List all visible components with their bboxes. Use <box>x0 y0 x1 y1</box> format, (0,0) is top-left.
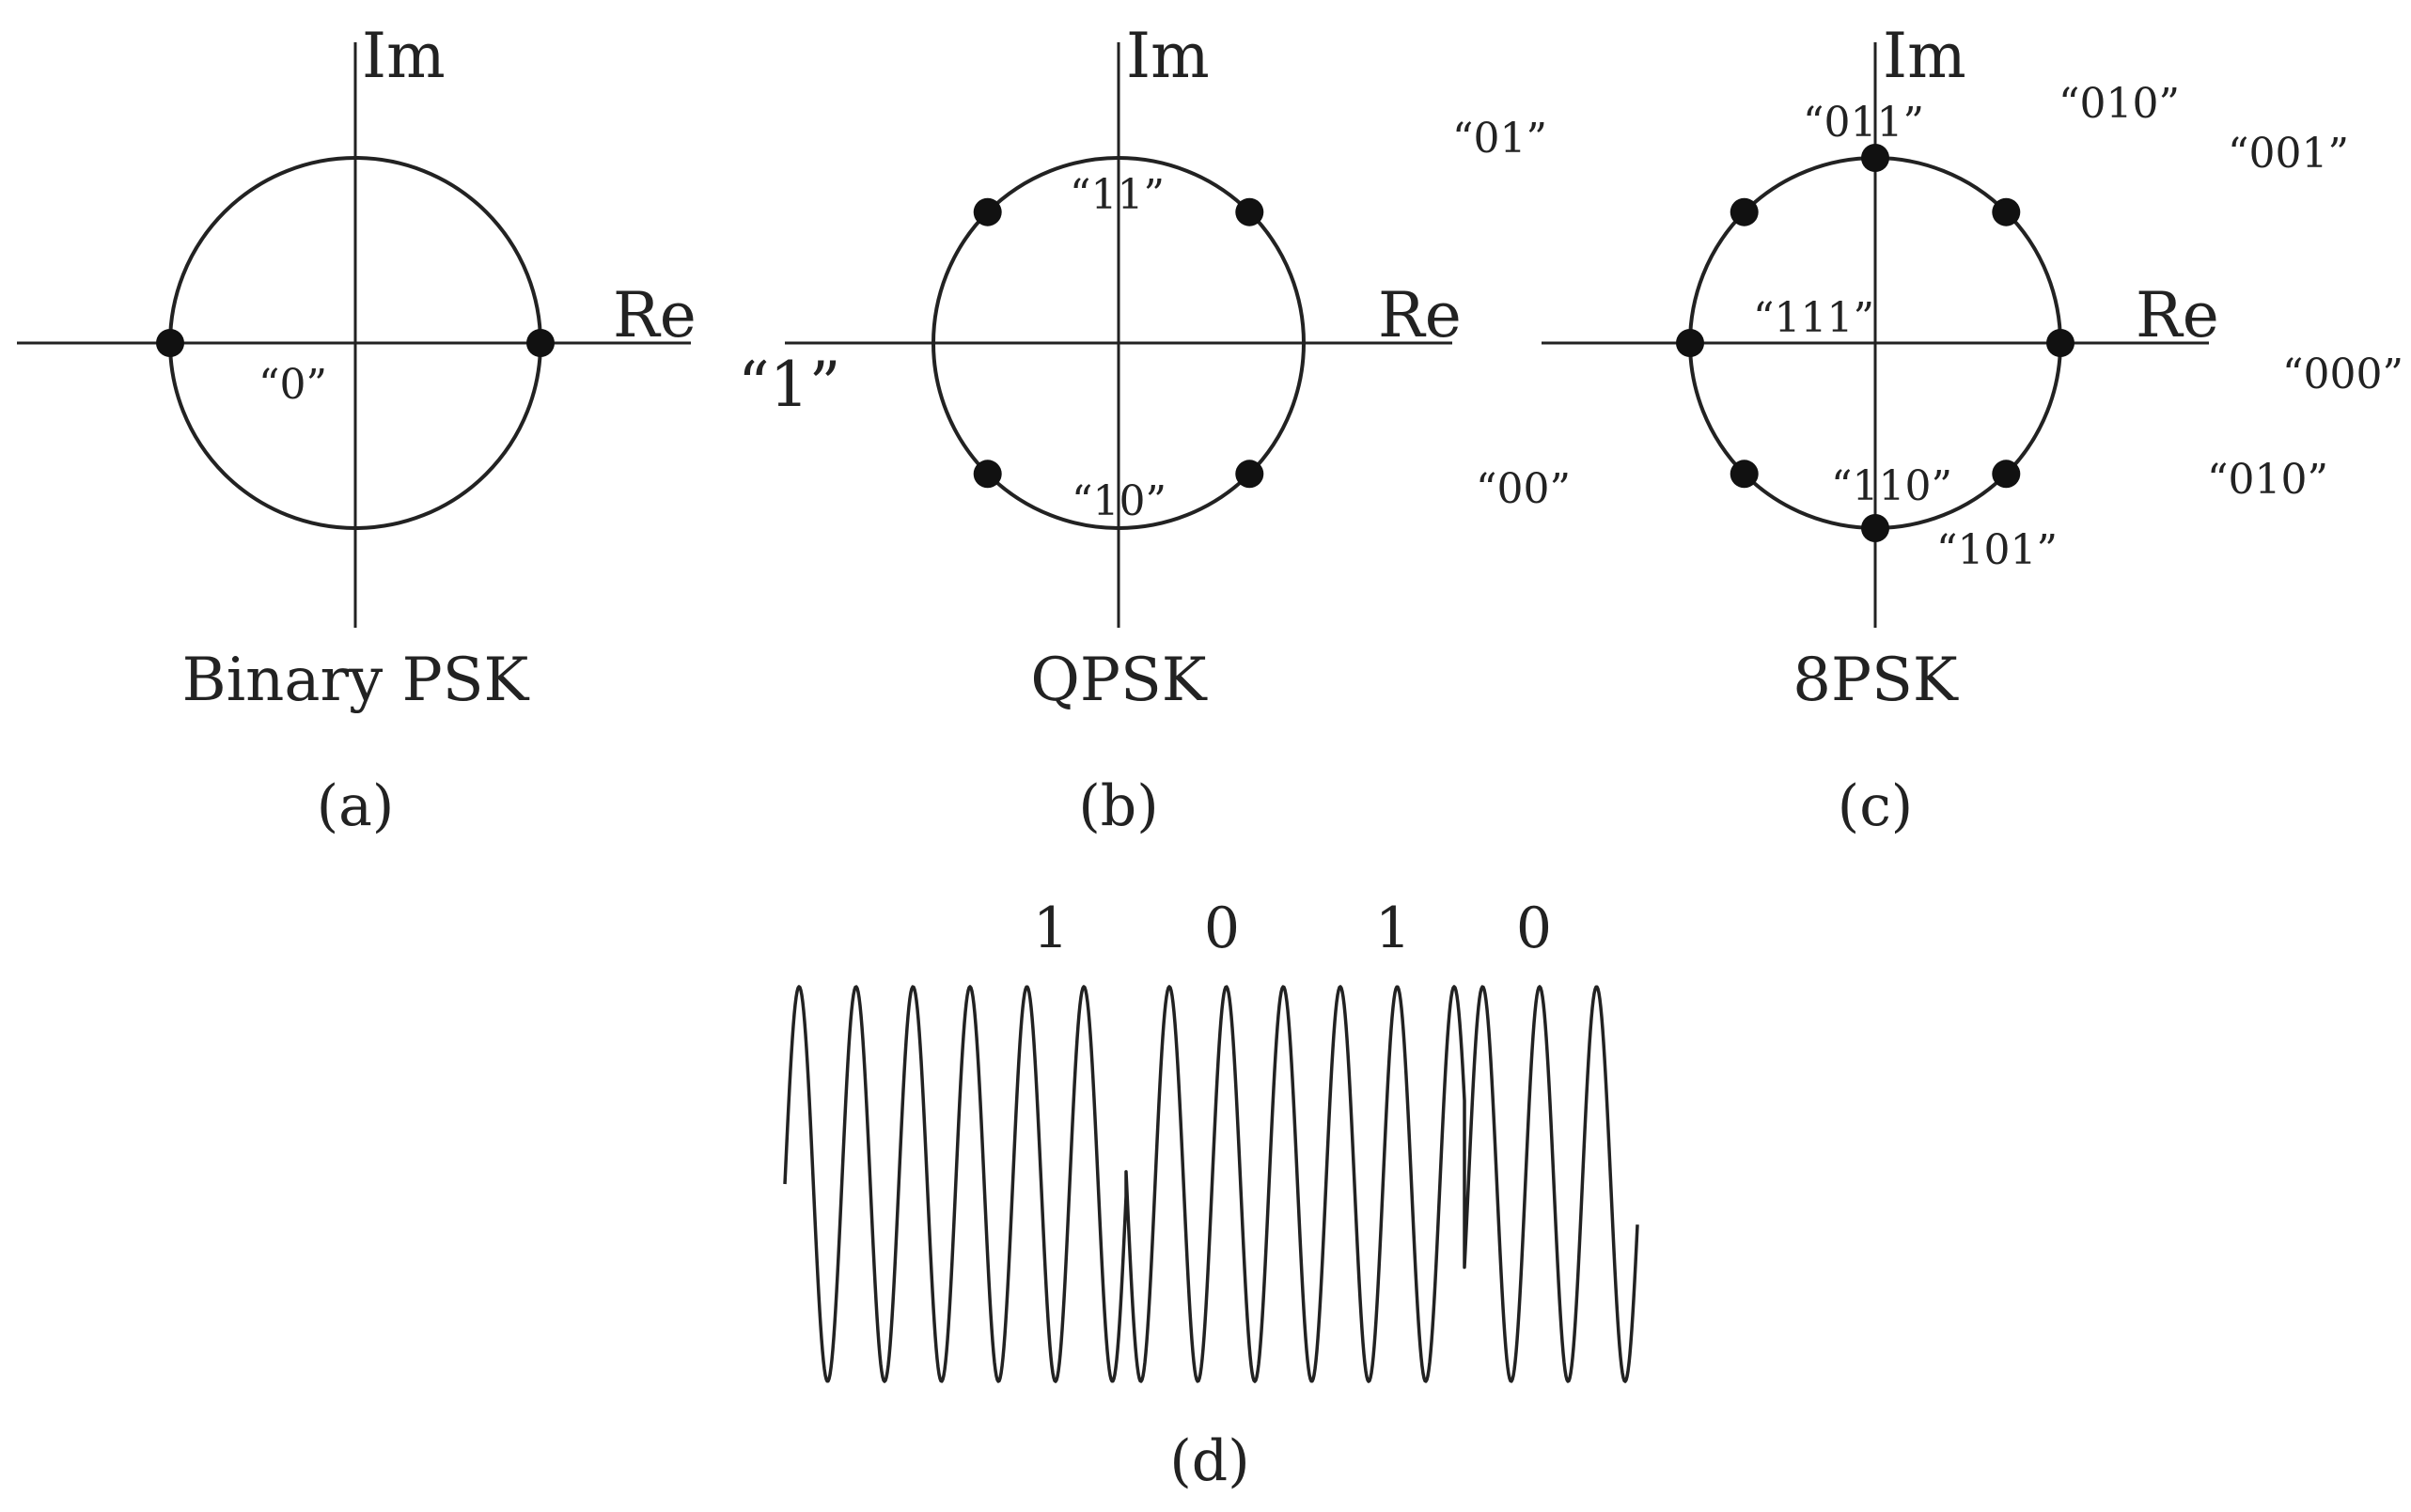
panel-c-caption: (c) <box>1838 773 1913 839</box>
panel-b-im-label: Im <box>1126 20 1210 92</box>
bit-label-1: 0 <box>1204 896 1240 961</box>
panel-c-point-label-6: “010” <box>2207 456 2328 504</box>
psk-waveform-trace <box>783 985 1639 1383</box>
panel-c-symbol-point-3 <box>1730 197 1759 226</box>
panel-a-caption: (a) <box>317 773 395 839</box>
panel-b-point-label-1: “01” <box>1452 115 1547 163</box>
panel-b-unit-circle <box>932 156 1306 530</box>
bit-label-2: 1 <box>1375 896 1411 961</box>
panel-c-point-label-7: “101” <box>1936 526 2058 574</box>
panel-a-symbol-point-0 <box>526 329 555 357</box>
panel-b-title: QPSK <box>1030 646 1207 715</box>
panel-b-point-label-3: “00” <box>1476 465 1571 513</box>
panel-c-symbol-point-6 <box>1861 514 1889 542</box>
panel-c-symbol-points <box>1676 144 2074 542</box>
panel-c-symbol-point-2 <box>1861 144 1889 172</box>
panel-b-caption: (b) <box>1078 773 1158 839</box>
panel-c-point-label-5: “110” <box>1831 462 1952 510</box>
panel-c-symbol-point-4 <box>1676 329 1704 357</box>
panel-c-symbol-point-7 <box>1992 460 2021 489</box>
panel-d-caption: (d) <box>1169 1428 1249 1494</box>
panel-c-title: 8PSK <box>1793 646 1959 715</box>
panel-b-symbol-point-3 <box>1235 460 1264 489</box>
panel-b-qpsk: Re Im “11” “01” “10” “00” QPSK (b) <box>785 20 1571 839</box>
panel-b-re-label: Re <box>1378 279 1462 351</box>
panel-c-point-label-3: “111” <box>1753 294 1874 342</box>
panel-c-symbol-point-5 <box>1730 460 1759 489</box>
panel-a-point-label-0: “0” <box>258 361 327 409</box>
panel-b-symbol-point-1 <box>973 197 1002 226</box>
panel-a-title: Binary PSK <box>182 646 530 715</box>
panel-c-point-label-1: “010” <box>2059 80 2180 128</box>
panel-c-re-label: Re <box>2136 279 2219 351</box>
panel-d-waveform: 1 0 1 0 (d) <box>783 896 1639 1494</box>
panel-c-point-label-0: “011” <box>1803 99 1924 147</box>
bit-label-3: 0 <box>1516 896 1552 961</box>
panel-b-symbol-point-0 <box>1235 197 1264 226</box>
panel-b-symbol-point-2 <box>973 460 1002 489</box>
panel-c-point-label-4: “000” <box>2282 351 2403 398</box>
panel-c-symbol-point-1 <box>1992 197 2021 226</box>
panel-a-re-label: Re <box>613 279 697 351</box>
panel-a-symbol-points <box>156 329 555 357</box>
panel-b-point-label-0: “11” <box>1070 171 1165 219</box>
panel-a-symbol-point-1 <box>156 329 184 357</box>
panel-a-binary-psk: Re Im “0” “1” Binary PSK (a) <box>17 20 840 839</box>
panel-c-symbol-point-0 <box>2046 329 2074 357</box>
panel-a-point-label-1: “1” <box>738 349 840 421</box>
panel-c-8psk: Re Im “011” “010” “001” “111” “000” “110… <box>1542 20 2403 839</box>
panel-b-point-label-2: “10” <box>1072 477 1166 525</box>
panel-a-im-label: Im <box>362 20 446 92</box>
panel-c-im-label: Im <box>1883 20 1966 92</box>
bit-label-0: 1 <box>1033 896 1069 961</box>
panel-c-point-label-2: “001” <box>2228 130 2349 178</box>
panel-b-symbol-points <box>973 197 1264 489</box>
